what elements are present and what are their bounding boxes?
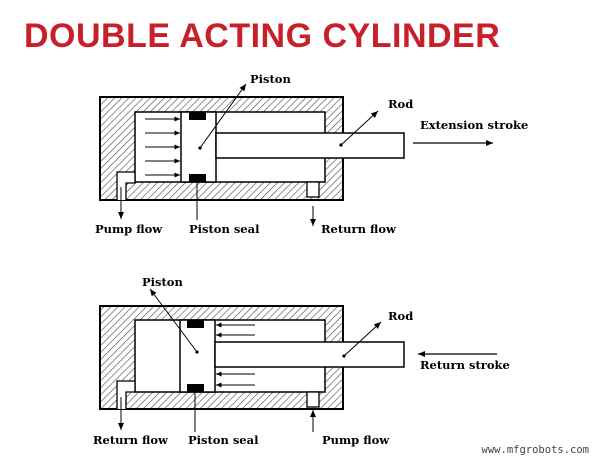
right-port <box>306 181 320 198</box>
right-port <box>306 391 320 408</box>
right-port-label: Pump flow <box>322 433 390 447</box>
piston-seal-top <box>187 320 204 328</box>
cylinder-extension-diagram: Piston Rod Extension stroke Pump flow Pi… <box>95 72 528 236</box>
rod-leader <box>343 321 382 357</box>
piston-rod <box>215 132 405 159</box>
pressure-arrows <box>216 322 255 388</box>
piston-rod <box>214 341 405 368</box>
left-port-label: Return flow <box>93 433 169 447</box>
piston-label: Piston <box>142 275 183 289</box>
piston-seal-bottom <box>189 174 206 182</box>
pressure-arrows <box>145 116 180 178</box>
rod-label: Rod <box>388 97 413 111</box>
stroke-label: Extension stroke <box>420 118 528 132</box>
rod-leader <box>340 110 379 146</box>
piston-seal-top <box>189 112 206 120</box>
piston-leader <box>199 83 247 149</box>
piston <box>180 111 217 183</box>
rod-label: Rod <box>388 309 413 323</box>
left-port-label: Pump flow <box>95 222 163 236</box>
piston-seal-bottom <box>187 384 204 392</box>
seal-label: Piston seal <box>189 222 260 236</box>
piston-leader <box>149 288 198 353</box>
watermark: www.mfgrobots.com <box>481 444 589 456</box>
cylinder-retraction-diagram: Piston Rod Return stroke Return flow Pis… <box>93 275 510 447</box>
piston <box>179 319 216 393</box>
seal-label: Piston seal <box>188 433 259 447</box>
page-title: DOUBLE ACTING CYLINDER <box>24 17 501 55</box>
right-port-label: Return flow <box>321 222 397 236</box>
stroke-label: Return stroke <box>420 358 510 372</box>
piston-label: Piston <box>250 72 291 86</box>
